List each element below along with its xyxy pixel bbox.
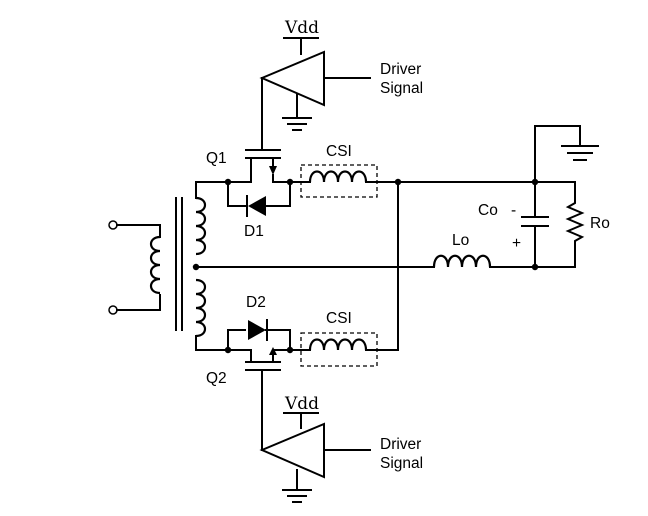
driver-signal-label-bottom-1: Driver bbox=[380, 436, 421, 453]
input-terminal-bottom bbox=[108, 305, 118, 315]
q1-arrow bbox=[269, 166, 277, 175]
vdd-label-top: Vdd bbox=[284, 18, 319, 38]
input-terminal-top bbox=[108, 220, 118, 230]
ground-icon bbox=[282, 117, 312, 131]
csi-label-top: CSI bbox=[326, 143, 352, 160]
csi-coil-bottom bbox=[308, 338, 368, 351]
upper-branch bbox=[224, 164, 536, 217]
secondary-winding-upper bbox=[195, 196, 207, 256]
ro-label: Ro bbox=[590, 215, 610, 232]
driver-signal-label-top-2: Signal bbox=[380, 80, 423, 97]
ground-icon bbox=[282, 489, 312, 503]
csi-coil-top bbox=[308, 170, 368, 183]
q2-arrow bbox=[269, 347, 277, 355]
d2-label: D2 bbox=[246, 294, 266, 311]
output-filter bbox=[192, 125, 599, 271]
capacitor-co bbox=[521, 216, 549, 227]
driver-bottom-buffer bbox=[259, 422, 325, 479]
diode-d2 bbox=[248, 319, 268, 341]
vdd-label-bottom: Vdd bbox=[284, 394, 319, 414]
ground-icon bbox=[561, 145, 599, 161]
q1-label: Q1 bbox=[206, 150, 227, 167]
driver-top-buffer bbox=[259, 50, 325, 107]
resistor-ro bbox=[565, 197, 585, 268]
co-minus-label: - bbox=[511, 202, 516, 219]
output-inductor-lo bbox=[432, 254, 492, 268]
gate-driver-bottom bbox=[259, 369, 371, 503]
d1-label: D1 bbox=[244, 223, 264, 240]
gate-driver-top bbox=[259, 37, 371, 151]
lower-branch bbox=[224, 181, 399, 367]
driver-signal-label-bottom-2: Signal bbox=[380, 455, 423, 472]
secondary-winding-lower bbox=[195, 278, 207, 338]
driver-signal-label-top-1: Driver bbox=[380, 61, 421, 78]
co-plus-label: + bbox=[512, 235, 521, 252]
q2-label: Q2 bbox=[206, 370, 227, 387]
primary-winding bbox=[149, 235, 161, 295]
csi-label-bottom: CSI bbox=[326, 310, 352, 327]
diode-d1 bbox=[246, 195, 266, 217]
lo-label: Lo bbox=[452, 232, 469, 249]
mosfet-q1 bbox=[245, 149, 281, 175]
transformer bbox=[108, 181, 229, 351]
co-label: Co bbox=[478, 202, 498, 219]
